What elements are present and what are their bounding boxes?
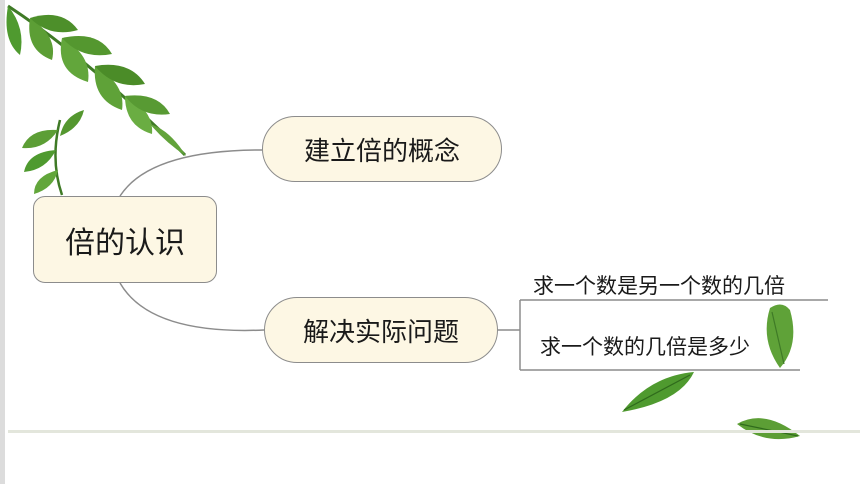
branch-node-concept: 建立倍的概念 (262, 116, 502, 182)
falling-leaf-icon (766, 304, 794, 368)
falling-leaf-icon (737, 418, 800, 440)
left-edge-rule (0, 0, 5, 484)
floor-divider (8, 430, 860, 433)
fern-sprig-icon (22, 110, 84, 196)
branch-node-problems: 解决实际问题 (264, 297, 498, 363)
fern-branch-icon (6, 4, 187, 157)
connector-lines (119, 149, 828, 371)
leaf-node-times-of-another: 求一个数是另一个数的几倍 (533, 274, 785, 298)
mindmap-root-node: 倍的认识 (33, 196, 217, 283)
falling-leaf-icon (622, 372, 694, 412)
leaf-node-multiple-value: 求一个数的几倍是多少 (540, 335, 750, 359)
